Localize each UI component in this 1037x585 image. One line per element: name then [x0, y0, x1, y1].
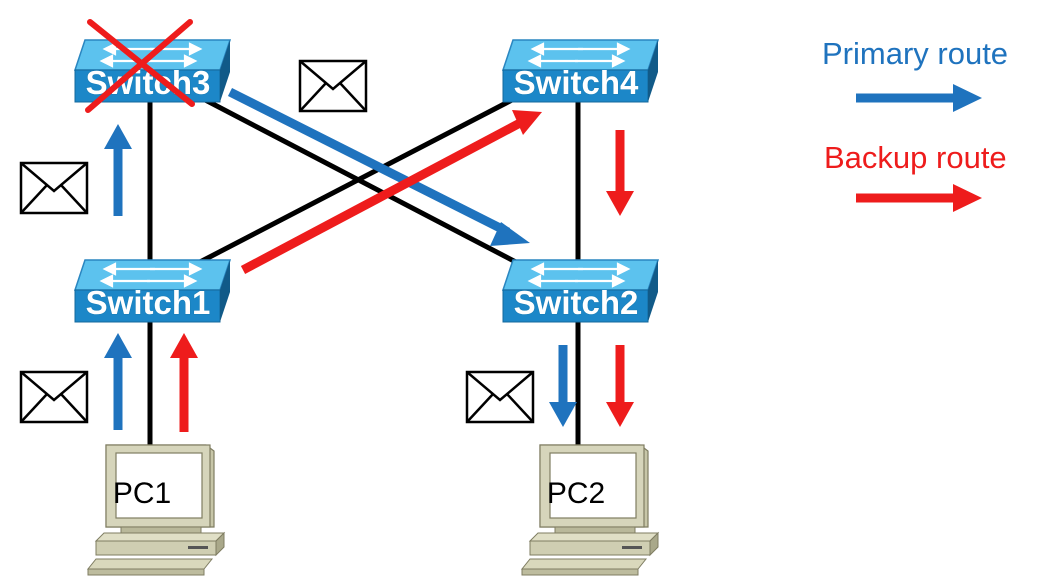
- link-switch1-switch4: [198, 85, 537, 265]
- pc2-label: PC2: [547, 477, 605, 510]
- link-switch3-switch2: [188, 89, 537, 275]
- pc2-icon: [521, 444, 659, 576]
- switch1[interactable]: Switch1: [73, 258, 232, 324]
- envelope-icon: [298, 59, 368, 113]
- switch4[interactable]: Switch4: [501, 38, 660, 104]
- envelope-icon: [19, 370, 89, 424]
- backup-route-arrows: [170, 110, 634, 432]
- legend-backup-label: Backup route: [824, 140, 1007, 175]
- primary-route-arrows: [104, 87, 577, 430]
- legend-backup-arrow: [856, 184, 982, 212]
- envelope-icon: [465, 370, 535, 424]
- pc1-label: PC1: [113, 477, 171, 510]
- pc1[interactable]: PC1: [87, 444, 225, 576]
- network-links: [147, 85, 581, 448]
- pc1-icon: [87, 444, 225, 576]
- pc2[interactable]: PC2: [521, 444, 659, 576]
- failed-x-icon: [85, 19, 195, 113]
- envelope-icon: [19, 161, 89, 215]
- legend-primary-label: Primary route: [822, 36, 1009, 71]
- legend-primary-arrow: [856, 84, 982, 112]
- switch2-label: Switch2: [514, 284, 639, 321]
- switch2[interactable]: Switch2: [501, 258, 660, 324]
- switch4-label: Switch4: [514, 64, 639, 101]
- switch1-label: Switch1: [86, 284, 211, 321]
